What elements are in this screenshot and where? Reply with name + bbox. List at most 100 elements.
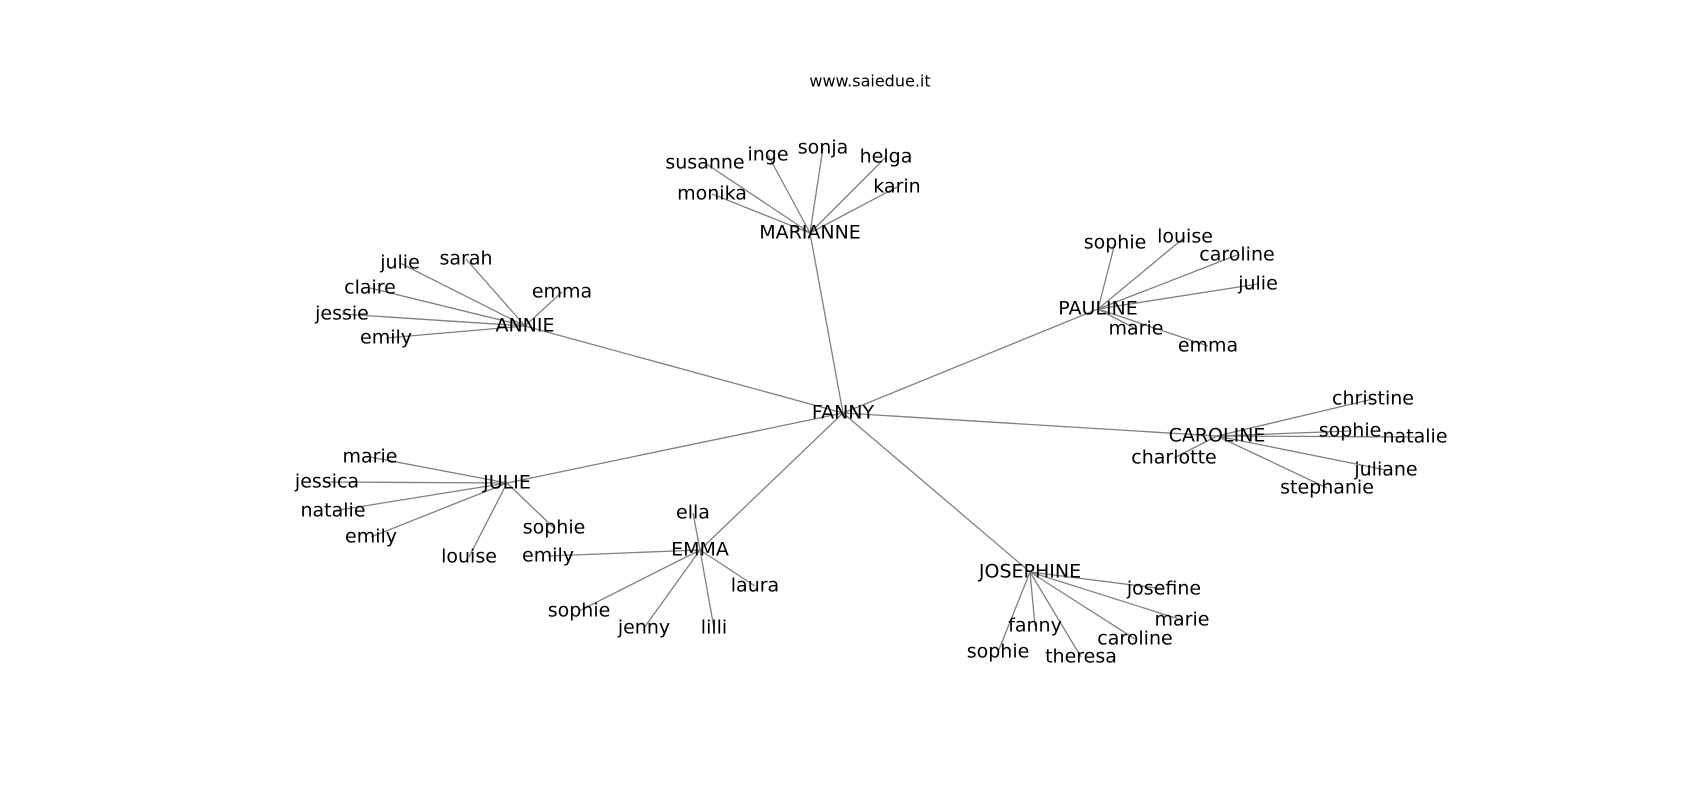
edge-pauline-sophie bbox=[1097, 242, 1116, 310]
edge-julie-natalie bbox=[332, 482, 508, 512]
edge-josephine-theresa bbox=[1029, 571, 1082, 658]
edge-marianne-monika bbox=[711, 193, 811, 234]
leaf-node-josefine: josefine bbox=[1126, 578, 1201, 600]
edge-annie-jessie bbox=[341, 313, 526, 327]
leaf-node-charlotte: charlotte bbox=[1131, 447, 1216, 469]
leaf-node-lilli: lilli bbox=[701, 617, 727, 639]
center-node-label: FANNY bbox=[812, 402, 875, 424]
leaf-node-emma: emma bbox=[532, 281, 592, 303]
page-title: www.saiedue.it bbox=[809, 72, 930, 91]
leaf-node-jenny: jenny bbox=[617, 617, 670, 639]
edge-marianne-susanne bbox=[704, 162, 811, 234]
edge-julie-marie bbox=[369, 456, 508, 484]
edge-center-josephine bbox=[842, 412, 1031, 573]
edge-josephine-sophie bbox=[997, 571, 1031, 653]
edge-caroline-christine bbox=[1216, 398, 1374, 437]
edges-layer bbox=[326, 147, 1416, 658]
hub-node-julie: JULIE bbox=[482, 472, 531, 494]
leaf-node-susanne: susanne bbox=[665, 152, 744, 174]
edge-emma-sophie bbox=[578, 549, 701, 612]
leaf-node-ella: ella bbox=[676, 502, 710, 524]
leaf-node-inge: inge bbox=[747, 144, 788, 166]
leaf-node-juliane: juliane bbox=[1353, 459, 1417, 481]
hub-node-emma: EMMA bbox=[671, 539, 729, 561]
edge-julie-sophie bbox=[506, 482, 555, 529]
edge-marianne-karin bbox=[809, 186, 898, 234]
edge-annie-emma bbox=[524, 291, 563, 327]
leaf-node-natalie: natalie bbox=[1382, 426, 1447, 448]
edge-center-emma bbox=[699, 412, 844, 551]
leaf-node-helga: helga bbox=[860, 146, 913, 168]
hub-node-annie: ANNIE bbox=[495, 315, 554, 337]
edge-center-annie bbox=[524, 325, 844, 414]
edge-annie-emily bbox=[385, 325, 526, 339]
leaf-node-louise: louise bbox=[441, 546, 497, 568]
edge-julie-louise bbox=[468, 482, 508, 558]
leaf-node-sophie: sophie bbox=[967, 641, 1030, 663]
leaf-node-stephanie: stephanie bbox=[1280, 477, 1374, 499]
hub-node-caroline: CAROLINE bbox=[1169, 425, 1266, 447]
edge-caroline-natalie bbox=[1216, 435, 1416, 438]
hub-node-pauline: PAULINE bbox=[1058, 298, 1138, 320]
edge-emma-laura bbox=[699, 549, 756, 587]
edge-caroline-sophie bbox=[1216, 430, 1351, 437]
edge-marianne-helga bbox=[809, 156, 887, 234]
leaf-node-theresa: theresa bbox=[1045, 646, 1117, 668]
leaf-node-sophie: sophie bbox=[548, 600, 611, 622]
leaf-node-marie: marie bbox=[1155, 609, 1210, 631]
edge-caroline-stephanie bbox=[1216, 435, 1328, 489]
edge-annie-sarah bbox=[465, 258, 526, 327]
leaf-node-sarah: sarah bbox=[439, 248, 492, 270]
leaf-node-caroline: caroline bbox=[1199, 244, 1274, 266]
edge-center-julie bbox=[506, 412, 844, 484]
edge-josephine-josefine bbox=[1029, 571, 1165, 590]
edge-marianne-sonja bbox=[809, 147, 824, 234]
leaf-node-sonja: sonja bbox=[798, 137, 849, 159]
hub-node-josephine: JOSEPHINE bbox=[978, 561, 1081, 583]
leaf-node-julie: julie bbox=[379, 252, 420, 274]
edge-annie-julie bbox=[399, 262, 526, 327]
leaf-node-caroline: caroline bbox=[1097, 628, 1172, 650]
edge-pauline-louise bbox=[1097, 236, 1186, 310]
leaf-node-louise: louise bbox=[1157, 226, 1213, 248]
leaf-node-emily: emily bbox=[345, 526, 397, 548]
edge-center-pauline bbox=[842, 308, 1099, 414]
leaf-node-marie: marie bbox=[343, 446, 398, 468]
hub-node-marianne: MARIANNE bbox=[759, 222, 861, 244]
edge-julie-jessica bbox=[326, 481, 508, 484]
edge-emma-lilli bbox=[699, 549, 715, 629]
leaf-node-laura: laura bbox=[731, 575, 779, 597]
edge-center-caroline bbox=[842, 412, 1218, 437]
leaf-node-jessie: jessie bbox=[314, 303, 369, 325]
leaf-node-fanny: fanny bbox=[1008, 615, 1062, 637]
edge-caroline-charlotte bbox=[1173, 435, 1218, 459]
edge-emma-emily bbox=[547, 549, 701, 557]
edge-josephine-marie bbox=[1029, 571, 1183, 621]
edge-pauline-marie bbox=[1097, 308, 1137, 330]
leaf-node-julie: julie bbox=[1237, 273, 1278, 295]
edge-caroline-juliane bbox=[1216, 435, 1387, 471]
leaf-node-monika: monika bbox=[677, 183, 747, 205]
leaf-node-emma: emma bbox=[1178, 335, 1238, 357]
edge-marianne-inge bbox=[767, 154, 811, 234]
edge-josephine-caroline bbox=[1029, 571, 1136, 640]
leaf-node-marie: marie bbox=[1109, 318, 1164, 340]
leaf-node-karin: karin bbox=[873, 176, 920, 198]
leaf-node-sophie: sophie bbox=[1319, 420, 1382, 442]
leaf-node-christine: christine bbox=[1332, 388, 1414, 410]
edge-julie-emily bbox=[370, 482, 508, 538]
edge-pauline-caroline bbox=[1097, 254, 1238, 310]
edge-pauline-emma bbox=[1097, 308, 1209, 347]
leaf-node-jessica: jessica bbox=[294, 471, 359, 493]
edge-emma-ella bbox=[692, 512, 701, 551]
edge-josephine-fanny bbox=[1029, 571, 1036, 627]
leaf-node-sophie: sophie bbox=[523, 517, 586, 539]
edge-center-marianne bbox=[809, 232, 844, 414]
edge-pauline-julie bbox=[1097, 283, 1259, 310]
edge-emma-jenny bbox=[643, 549, 701, 629]
leaf-node-emily: emily bbox=[522, 545, 574, 567]
leaf-node-natalie: natalie bbox=[300, 500, 365, 522]
leaf-node-sophie: sophie bbox=[1084, 232, 1147, 254]
